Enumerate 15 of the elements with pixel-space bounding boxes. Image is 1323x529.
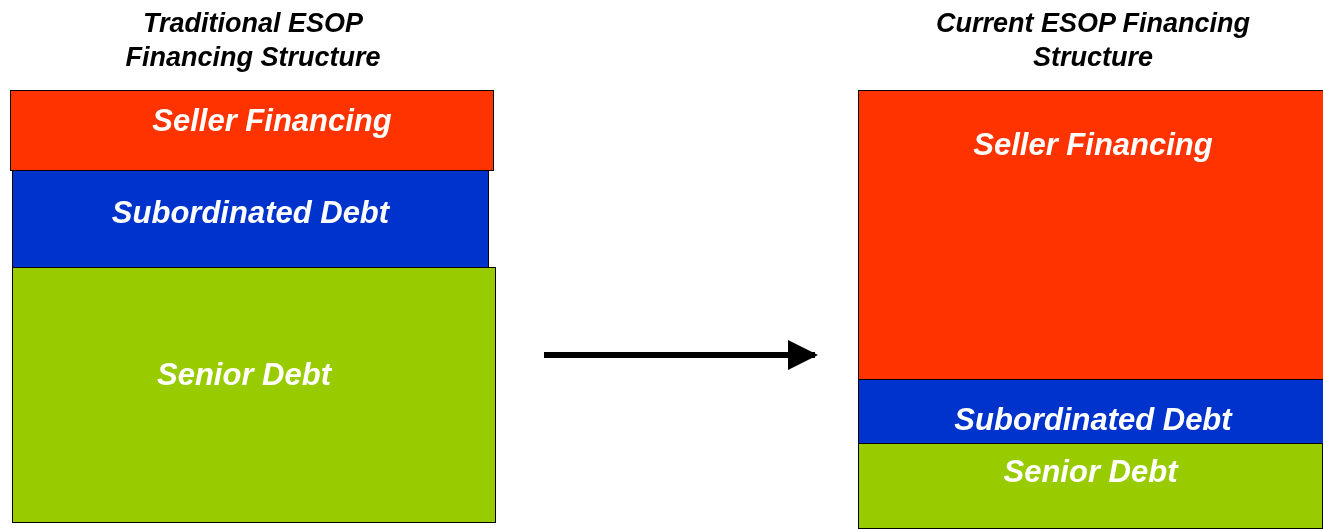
layer-label: Seller Financing bbox=[152, 102, 392, 139]
stack-heading: Traditional ESOP Financing Structure bbox=[124, 7, 382, 74]
financing-layer bbox=[10, 90, 494, 171]
financing-layer bbox=[12, 170, 489, 268]
layer-label: Senior Debt bbox=[157, 357, 331, 393]
layer-label: Subordinated Debt bbox=[954, 401, 1232, 438]
arrow bbox=[544, 340, 818, 370]
stack-heading: Current ESOP Financing Structure bbox=[934, 7, 1251, 74]
financing-layer bbox=[12, 267, 496, 523]
financing-layer bbox=[858, 379, 1323, 444]
layer-label: Seller Financing bbox=[973, 127, 1213, 163]
financing-layer bbox=[858, 90, 1323, 380]
layer-label: Subordinated Debt bbox=[111, 195, 390, 231]
layer-label: Senior Debt bbox=[1003, 454, 1178, 490]
financing-layer bbox=[858, 443, 1323, 529]
